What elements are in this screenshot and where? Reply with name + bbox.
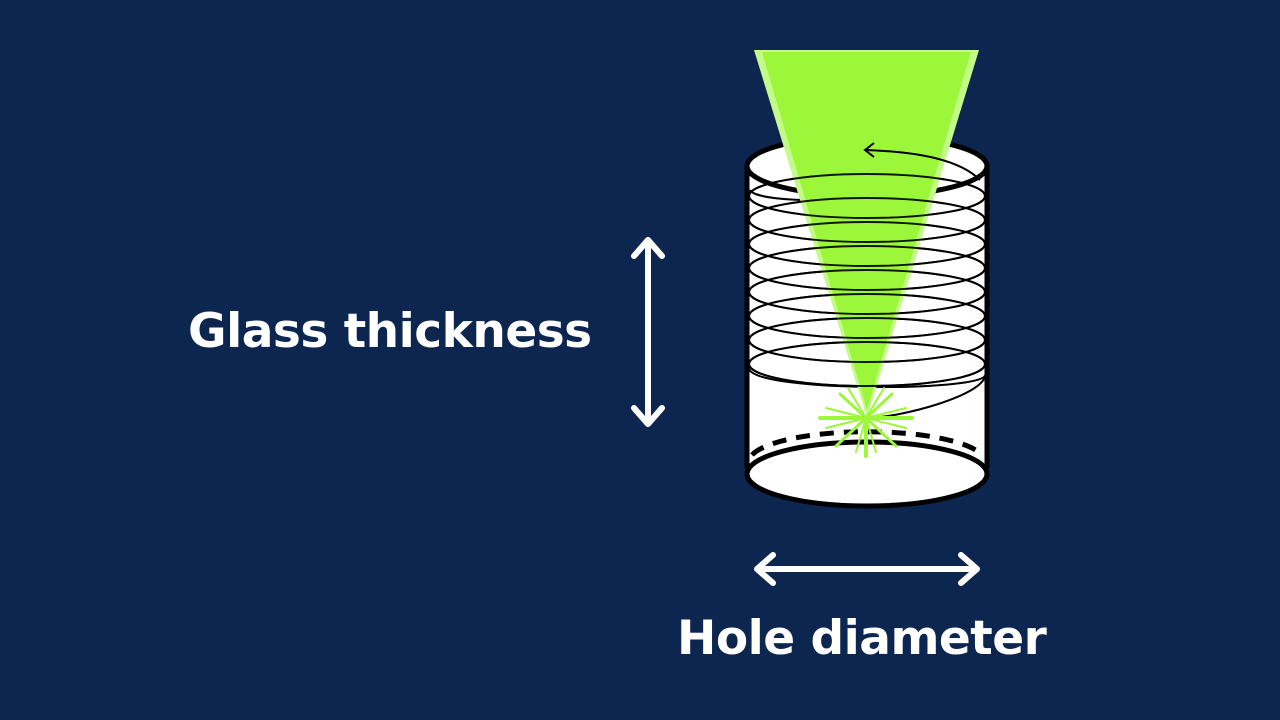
- spiral-front: [748, 173, 986, 387]
- hole-diameter-label: Hole diameter: [677, 611, 1047, 666]
- thickness-double-arrow-icon: [631, 237, 665, 427]
- glass-thickness-label: Glass thickness: [188, 304, 592, 359]
- rotation-arrow-icon: [863, 142, 981, 181]
- diameter-double-arrow-icon: [754, 552, 980, 586]
- spark-burst-icon: [818, 387, 914, 458]
- laser-beam: [754, 50, 979, 418]
